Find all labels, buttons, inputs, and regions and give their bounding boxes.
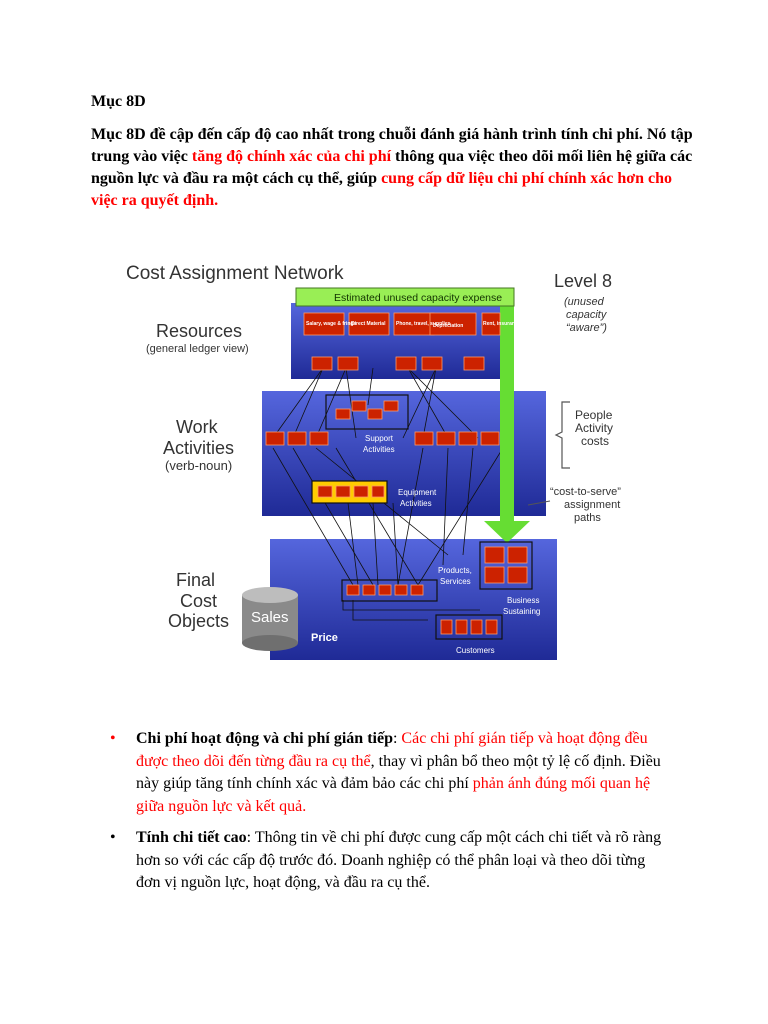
bullet-item-2: • Tính chi tiết cao: Thông tin về chi ph…: [110, 827, 670, 895]
resource-label-rent: Rent, insurance, utilities: [483, 321, 541, 327]
resource-box-salary: [303, 312, 345, 336]
price-label: Price: [311, 632, 338, 644]
resources-sub: (general ledger view): [146, 343, 249, 355]
section-heading: Mục 8D: [91, 93, 146, 110]
support-activities-1: Support: [365, 434, 394, 443]
level-label: Level 8: [554, 271, 612, 291]
level-note-2: capacity: [566, 309, 608, 321]
capacity-banner: [295, 287, 515, 307]
intro-text-1: Mục 8D đề cập đến cấp độ cao nhất trong …: [91, 126, 693, 165]
work-activities-panel: [262, 391, 546, 516]
bullet-2-title: Tính chi tiết cao: [136, 829, 247, 846]
intro-highlight-1: tăng độ chính xác của chi phí: [191, 148, 392, 165]
people-costs-1: People: [575, 408, 613, 422]
final-label-1: Final: [176, 570, 215, 590]
people-costs-2: Activity: [575, 421, 613, 435]
resource-label-depreciation: Depreciation: [433, 323, 463, 329]
products-1: Products,: [438, 566, 472, 575]
equipment-activities-2: Activities: [400, 499, 432, 508]
work-label-1: Work: [176, 417, 219, 437]
sales-label: Sales: [251, 609, 289, 626]
resource-box-rent: [481, 312, 501, 336]
bullet-dot: •: [110, 829, 116, 846]
final-label-3: Objects: [168, 611, 229, 631]
bullet-2-text: Thông tin về chi phí được cung cấp một c…: [136, 829, 662, 891]
resource-box-material: [348, 312, 390, 336]
resource-label-material: Direct Material: [351, 321, 386, 327]
customers: Customers: [456, 646, 495, 655]
resource-box-depreciation: [429, 312, 477, 336]
sales-cylinder: [242, 587, 298, 651]
people-costs-3: costs: [581, 434, 609, 448]
level-note-3: “aware”): [566, 322, 607, 334]
bullet-1-text: , thay vì phân bổ theo một tỷ lệ cố định…: [136, 752, 661, 793]
equipment-activities-1: Equipment: [398, 488, 437, 497]
final-label-2: Cost: [180, 591, 217, 611]
bullet-1-colon: :: [392, 730, 402, 747]
products-2: Services: [440, 577, 471, 586]
resources-label: Resources: [156, 321, 242, 341]
support-activities-2: Activities: [363, 445, 395, 454]
cost-assignment-network-diagram: Cost Assignment Network Level 8 (unused …: [126, 263, 621, 660]
work-sub: (verb-noun): [165, 458, 232, 473]
cost-to-serve-3: paths: [574, 512, 601, 524]
capacity-banner-text: Estimated unused capacity expense: [334, 292, 502, 304]
bullet-item-1: • Chi phí hoạt động và chi phí gián tiếp…: [110, 728, 670, 818]
business-1: Business: [507, 596, 539, 605]
bullet-dot: •: [110, 730, 116, 747]
intro-highlight-2: cung cấp dữ liệu chi phí chính xác hơn c…: [91, 170, 673, 209]
intro-paragraph: Mục 8D đề cập đến cấp độ cao nhất trong …: [91, 124, 701, 212]
work-label-2: Activities: [163, 438, 234, 458]
bullet-1-highlight-2: phản ánh đúng mối quan hệ giữa nguồn lực…: [136, 775, 651, 815]
bullet-list: • Chi phí hoạt động và chi phí gián tiếp…: [110, 728, 670, 904]
capacity-arrow-shaft: [500, 293, 514, 523]
cost-to-serve-2: assignment: [564, 499, 620, 511]
bullet-1-highlight-1: Các chi phí gián tiếp và hoạt động đều đ…: [136, 730, 648, 770]
resource-label-phone: Phone, travel, supplies: [396, 321, 451, 327]
figure-title: Cost Assignment Network: [126, 263, 344, 284]
bullet-2-colon: :: [246, 829, 255, 846]
capacity-arrow-head: [484, 521, 530, 543]
business-2: Sustaining: [503, 607, 540, 616]
resource-label-salary: Salary, wage & fringe: [306, 321, 356, 327]
bullet-1-title: Chi phí hoạt động và chi phí gián tiếp: [136, 730, 393, 747]
cost-to-serve-1: “cost-to-serve”: [550, 486, 621, 498]
level-note-1: (unused: [564, 296, 605, 308]
intro-text-2: thông qua việc theo dõi mối liên hệ giữa…: [91, 148, 693, 187]
